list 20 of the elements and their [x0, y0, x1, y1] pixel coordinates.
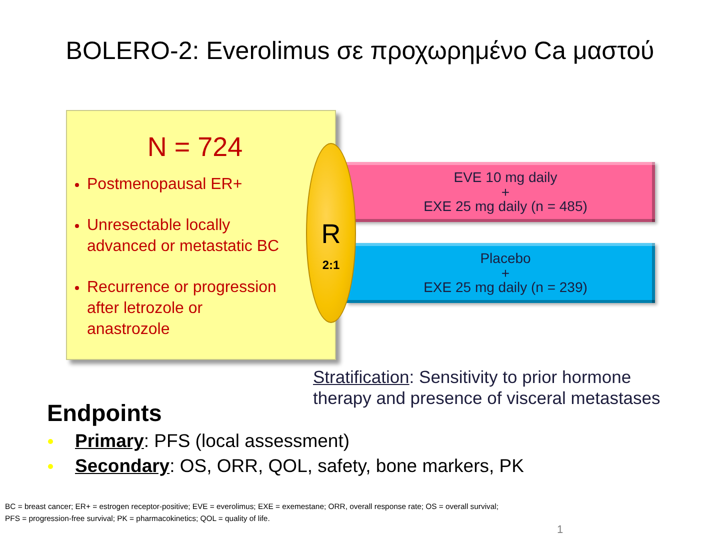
arm-text: Placebo — [480, 251, 531, 266]
criteria-text: Postmenopausal ER+ — [87, 175, 244, 195]
sample-size-heading: N = 724 — [147, 131, 243, 163]
arm-text: EXE 25 mg daily (n = 239) — [424, 280, 588, 295]
control-arm-bar — [346, 243, 655, 303]
arm-text: EXE 25 mg daily (n = 485) — [424, 199, 588, 214]
randomization-letter: R — [321, 218, 341, 248]
criteria-text: Recurrence or progression after letrozole or anastrozole — [87, 278, 278, 340]
plus-sign: + — [501, 184, 510, 200]
criteria-text: Unresectable locally advanced or metastatic BC — [87, 216, 280, 257]
endpoints-heading: Endpoints — [47, 400, 162, 426]
page-number: 1 — [557, 524, 564, 537]
endpoint-text: Primary: PFS (local assessment) — [75, 430, 350, 452]
stratification-note: Stratification: Sensitivity to prior hormone therapy and presence of visceral metastases — [313, 367, 662, 409]
endpoint-text: Secondary: OS, ORR, QOL, safety, bone markers, PK — [75, 455, 524, 477]
slide-title: BOLERO-2: Everolimus σε προχωρημένο Ca μαστού — [66, 36, 654, 66]
arm-text: EVE 10 mg daily — [454, 170, 558, 185]
treatment-arm-bar — [346, 162, 655, 222]
ratio-text: 2:1 — [322, 258, 340, 272]
plus-sign: + — [501, 266, 510, 280]
